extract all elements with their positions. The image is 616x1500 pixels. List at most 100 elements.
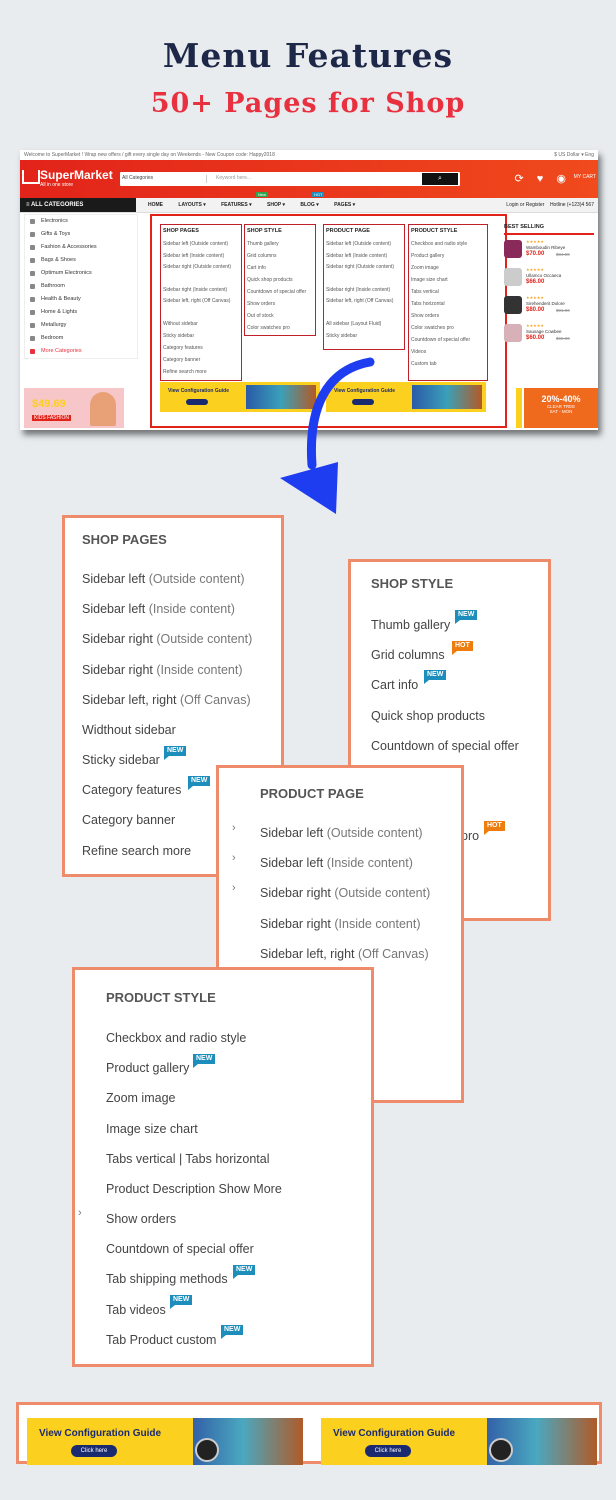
product-item[interactable]: ★★★★★ Wamboudin Ribeye $70.00 $84.00 xyxy=(504,237,594,263)
mega-item[interactable]: Sidebar left (Outside content) xyxy=(326,241,392,247)
mega-item[interactable]: Sidebar right (Inside content) xyxy=(326,287,391,293)
menu-item[interactable]: Sidebar left (Outside content) xyxy=(82,572,245,586)
category-item[interactable]: Bags & Shoes xyxy=(25,254,137,267)
mega-item[interactable]: Out of stock xyxy=(247,313,274,319)
mega-item[interactable]: Without sidebar xyxy=(163,321,198,327)
more-categories-link[interactable]: More Categories xyxy=(25,345,137,358)
menu-item[interactable]: Refine search more xyxy=(82,844,192,858)
category-item[interactable]: Electronics xyxy=(25,215,137,228)
mega-item[interactable]: Sidebar right (Inside content) xyxy=(163,287,228,293)
mega-item[interactable]: Sidebar left (Inside content) xyxy=(163,253,225,259)
nav-layouts[interactable]: LAYOUTS ▾ xyxy=(178,202,206,208)
mega-config-banner[interactable]: View Configuration Guide xyxy=(326,382,486,412)
mega-config-banner[interactable]: View Configuration Guide xyxy=(160,382,320,412)
mega-item[interactable]: Videos xyxy=(411,349,427,355)
menu-item[interactable]: Tab shipping methods xyxy=(106,1272,228,1286)
search-button[interactable]: ⌕ xyxy=(422,173,458,185)
mega-item[interactable]: Cart info xyxy=(247,265,266,271)
category-item[interactable]: Bathroom xyxy=(25,280,137,293)
login-link[interactable]: Login or Register xyxy=(506,202,545,208)
menu-item[interactable]: Sidebar left (Inside content) xyxy=(82,602,235,616)
mega-item[interactable]: Category features xyxy=(163,345,203,351)
mega-item[interactable]: Color swatches pro xyxy=(411,325,454,331)
nav-features[interactable]: FEATURES ▾ xyxy=(221,202,252,208)
click-here-button[interactable]: Click here xyxy=(71,1445,117,1457)
clearance-promo[interactable]: 20%-40% CLEAR TREE SAT - MON xyxy=(524,388,598,428)
mega-item[interactable]: Sidebar left, right (Off Canvas) xyxy=(326,298,394,304)
menu-item[interactable]: Sidebar right (Outside content) xyxy=(82,632,253,646)
menu-item[interactable]: Sticky sidebar xyxy=(82,753,160,767)
mega-item[interactable]: Image size chart xyxy=(411,277,448,283)
menu-item[interactable]: Sidebar left (Outside content) xyxy=(260,826,423,840)
menu-item[interactable]: Countdown of special offer xyxy=(106,1242,254,1256)
mega-item[interactable]: Grid columns xyxy=(247,253,277,259)
config-guide-banner[interactable]: View Configuration Guide Click here xyxy=(27,1418,303,1465)
product-item[interactable]: ★★★★★ Sirehenderit Dolore $80.00 $91.00 xyxy=(504,293,594,319)
menu-item[interactable]: Image size chart xyxy=(106,1122,198,1136)
menu-item[interactable]: Tabs vertical | Tabs horizontal xyxy=(106,1152,270,1166)
menu-item[interactable]: Tab videos xyxy=(106,1303,166,1317)
nav-blog[interactable]: BLOG ▾ xyxy=(300,202,319,208)
menu-item[interactable]: Sidebar left (Inside content) xyxy=(260,856,413,870)
menu-item[interactable]: Product Description Show More xyxy=(106,1182,282,1196)
mega-item[interactable]: Sticky sidebar xyxy=(163,333,195,339)
mega-item[interactable]: Refine search more xyxy=(163,369,207,375)
category-item[interactable]: Health & Beauty xyxy=(25,293,137,306)
topbar-currency[interactable]: $ US Dollar ▾ Eng xyxy=(554,152,594,158)
mega-banner-button[interactable] xyxy=(186,399,208,405)
product-item[interactable]: ★★★★★ Ullamco Occaeca $66.00 xyxy=(504,265,594,291)
menu-item[interactable]: Product gallery xyxy=(106,1061,190,1075)
mega-item[interactable]: Thumb gallery xyxy=(247,241,279,247)
mega-item[interactable]: Show orders xyxy=(247,301,276,307)
product-item[interactable]: ★★★★★ Sausage Cowbee $60.00 $65.00 xyxy=(504,321,594,347)
nav-shop[interactable]: SHOP ▾ xyxy=(267,202,285,208)
mega-item[interactable]: Countdown of special offer xyxy=(247,289,307,295)
menu-item[interactable]: Countdown of special offer xyxy=(371,739,519,753)
mega-item[interactable]: Color swatches pro xyxy=(247,325,290,331)
category-item[interactable]: Bedroom xyxy=(25,332,137,345)
menu-item[interactable]: Quick shop products xyxy=(371,709,485,723)
category-item[interactable]: Home & Lights xyxy=(25,306,137,319)
menu-item[interactable]: Sidebar left, right (Off Canvas) xyxy=(260,947,429,961)
nav-home[interactable]: HOME xyxy=(148,202,163,208)
click-here-button[interactable]: Click here xyxy=(365,1445,411,1457)
mega-item[interactable]: Countdown of special offer xyxy=(411,337,471,343)
mega-item[interactable]: Tabs vertical xyxy=(411,289,439,295)
menu-item[interactable]: Sidebar right (Outside content) xyxy=(260,886,431,900)
search-category-select[interactable]: All Categories xyxy=(122,175,207,183)
menu-item[interactable]: Category banner xyxy=(82,813,176,827)
menu-item[interactable]: Category features xyxy=(82,783,182,797)
mega-item[interactable]: Sidebar left (Inside content) xyxy=(326,253,388,259)
menu-item[interactable]: Checkbox and radio style xyxy=(106,1031,247,1045)
heart-icon[interactable]: ♥ xyxy=(536,173,544,185)
mega-item[interactable]: Product gallery xyxy=(411,253,445,259)
category-item[interactable]: Gifts & Toys xyxy=(25,228,137,241)
refresh-icon[interactable]: ⟳ xyxy=(514,173,524,185)
menu-item[interactable]: Sidebar right (Inside content) xyxy=(82,663,243,677)
menu-item-partial[interactable]: pro xyxy=(461,829,480,843)
search-input[interactable]: Keyword here... xyxy=(216,175,252,181)
category-item[interactable]: Fashion & Accessories xyxy=(25,241,137,254)
mega-item[interactable]: Sidebar left, right (Off Canvas) xyxy=(163,298,231,304)
mega-banner-button[interactable] xyxy=(352,399,374,405)
mega-item[interactable]: Show orders xyxy=(411,313,440,319)
mega-item[interactable]: Tabs horizontal xyxy=(411,301,445,307)
my-cart-label[interactable]: MY CART xyxy=(573,174,596,180)
nav-pages[interactable]: PAGES ▾ xyxy=(334,202,356,208)
mega-item[interactable]: Sidebar left (Outside content) xyxy=(163,241,229,247)
menu-item[interactable]: Widthout sidebar xyxy=(82,723,176,737)
mega-item[interactable]: All sidebar (Layout Fluid) xyxy=(326,321,382,327)
menu-item[interactable]: Grid columns xyxy=(371,648,445,662)
menu-item[interactable]: Tab Product custom xyxy=(106,1333,217,1347)
menu-item[interactable]: Show orders xyxy=(106,1212,177,1226)
menu-item[interactable]: Thumb gallery xyxy=(371,618,451,632)
mega-item[interactable]: Quick shop products xyxy=(247,277,293,283)
category-item[interactable]: Metallurgy xyxy=(25,319,137,332)
all-categories-button[interactable]: ≡ ALL CATEGORIES xyxy=(20,198,136,212)
category-item[interactable]: Optimum Electronics xyxy=(25,267,137,280)
menu-item[interactable]: Zoom image xyxy=(106,1091,176,1105)
mega-item[interactable]: Checkbox and radio style xyxy=(411,241,468,247)
menu-item[interactable]: Sidebar right (Inside content) xyxy=(260,917,421,931)
config-guide-banner[interactable]: View Configuration Guide Click here xyxy=(321,1418,597,1465)
mega-item[interactable]: Sticky sidebar xyxy=(326,333,358,339)
